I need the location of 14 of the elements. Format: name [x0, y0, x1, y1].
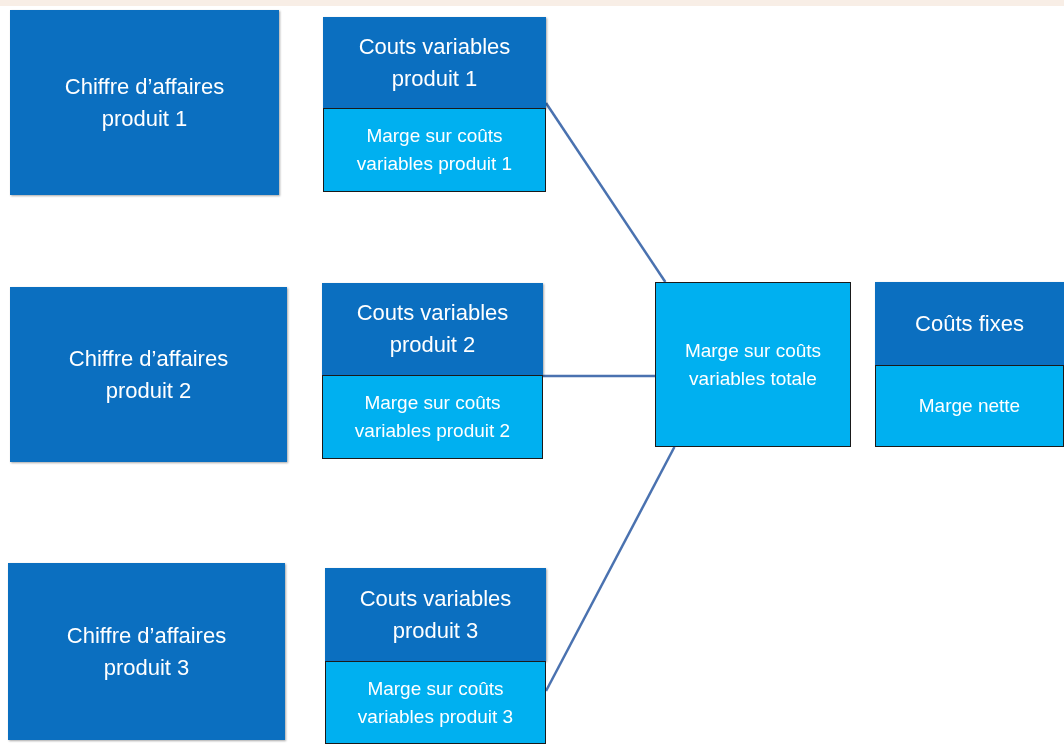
process-box: Couts variables produit 3 — [325, 568, 546, 661]
process-box: Chiffre d’affaires produit 1 — [10, 10, 279, 195]
process-box: Marge nette — [875, 365, 1064, 447]
process-box: Couts variables produit 2 — [322, 283, 543, 375]
process-box: Chiffre d’affaires produit 3 — [8, 563, 285, 740]
process-box: Chiffre d’affaires produit 2 — [10, 287, 287, 462]
process-box: Marge sur coûts variables totale — [655, 282, 851, 447]
process-box: Couts variables produit 1 — [323, 17, 546, 108]
connector-line — [543, 374, 655, 378]
process-box: Coûts fixes — [875, 282, 1064, 365]
process-box: Marge sur coûts variables produit 2 — [322, 375, 543, 459]
process-box: Marge sur coûts variables produit 1 — [323, 108, 546, 192]
connector-line — [544, 446, 676, 692]
process-box: Marge sur coûts variables produit 3 — [325, 661, 546, 744]
